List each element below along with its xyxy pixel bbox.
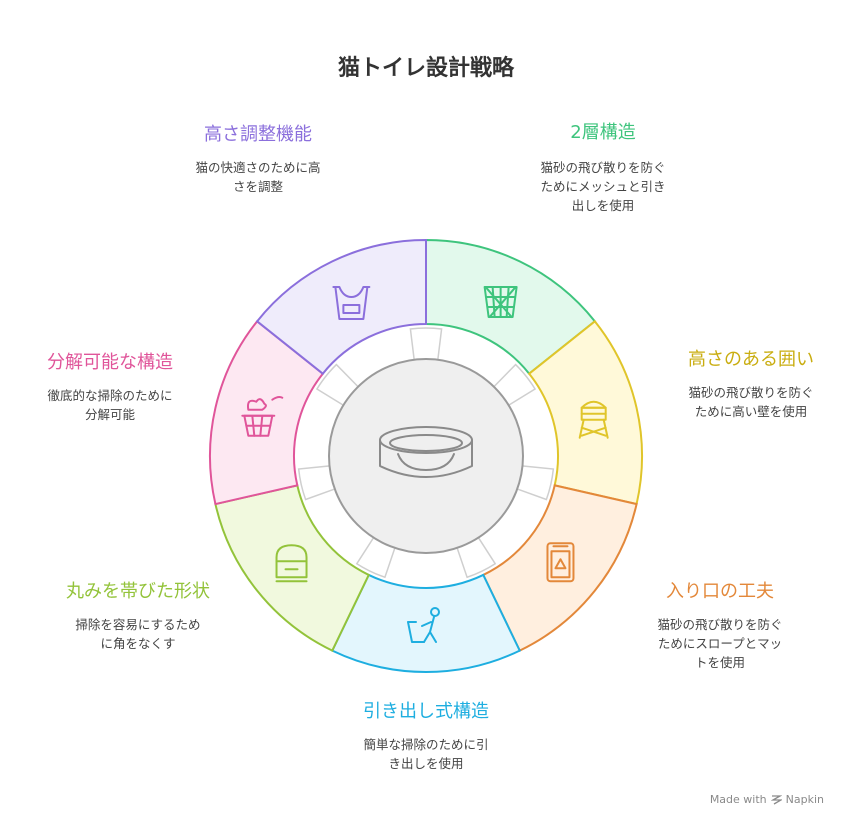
litter-box-icon — [379, 426, 473, 478]
label-modular-title: 分解可能な構造 — [47, 352, 173, 373]
label-mesh-title: 2層構造 — [570, 122, 636, 143]
trash-basket-icon — [241, 396, 284, 437]
ring-connector-round — [297, 464, 338, 501]
door-icon — [546, 542, 575, 583]
ring-connector-height — [409, 327, 443, 363]
ring-connector-entrance — [455, 534, 497, 579]
ring-connector-drawer — [355, 534, 397, 579]
mesh-basket-icon — [483, 286, 518, 319]
napkin-footer[interactable]: Made with Napkin — [710, 793, 824, 806]
label-height-title: 高さ調整機能 — [204, 124, 312, 145]
label-entrance-title: 入り口の工夫 — [666, 581, 774, 602]
label-entrance-desc: 猫砂の飛び散りを防ぐ ためにスロープとマッ トを使用 — [657, 617, 783, 670]
label-round-title: 丸みを帯びた形状 — [66, 581, 210, 602]
mailbox-icon — [275, 544, 308, 583]
label-modular: 分解可能な構造 徹底的な掃除のために 分解可能 — [10, 348, 210, 424]
label-drawer: 引き出し式構造 簡単な掃除のために引 き出しを使用 — [326, 697, 526, 773]
label-drawer-desc: 簡単な掃除のために引 き出しを使用 — [363, 737, 489, 771]
center-hub — [328, 358, 524, 554]
label-entrance: 入り口の工夫 猫砂の飛び散りを防ぐ ためにスロープとマッ トを使用 — [620, 577, 820, 672]
water-tower-icon — [578, 400, 609, 439]
ring-segment-height — [255, 238, 427, 376]
label-height-desc: 猫の快適さのために高 さを調整 — [195, 160, 321, 194]
ring-connector-wall — [514, 464, 555, 501]
label-wall-title: 高さのある囲い — [688, 349, 814, 370]
label-drawer-title: 引き出し式構造 — [363, 701, 489, 722]
person-pushing-cart-icon — [407, 607, 440, 643]
label-mesh-desc: 猫砂の飛び散りを防ぐ ためにメッシュと引き 出しを使用 — [540, 160, 666, 213]
laundry-basket-icon — [332, 286, 371, 321]
label-wall-desc: 猫砂の飛び散りを防ぐ ために高い壁を使用 — [688, 385, 814, 419]
label-modular-desc: 徹底的な掃除のために 分解可能 — [47, 388, 173, 422]
label-wall: 高さのある囲い 猫砂の飛び散りを防ぐ ために高い壁を使用 — [656, 345, 846, 421]
label-height: 高さ調整機能 猫の快適さのために高 さを調整 — [158, 120, 358, 196]
page-title: 猫トイレ設計戦略 — [337, 56, 514, 81]
footer-made-with: Made with — [709, 793, 767, 806]
napkin-logo-icon — [770, 795, 782, 805]
label-mesh: 2層構造 猫砂の飛び散りを防ぐ ためにメッシュと引き 出しを使用 — [510, 118, 696, 215]
label-round-desc: 掃除を容易にするため に角をなくす — [75, 617, 201, 651]
label-round: 丸みを帯びた形状 掃除を容易にするため に角をなくす — [38, 577, 238, 653]
footer-brand: Napkin — [785, 793, 824, 806]
